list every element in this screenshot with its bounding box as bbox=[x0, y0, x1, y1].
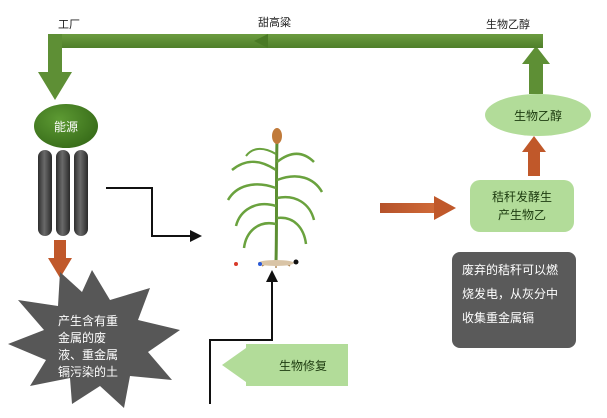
straw-line-1: 秸秆发酵生 bbox=[491, 190, 552, 204]
energy-node: 能源 bbox=[34, 104, 98, 148]
bioethanol-node: 生物乙醇 bbox=[485, 94, 591, 136]
pollution-line-4: 镉污染的土 bbox=[58, 365, 119, 379]
top-cycle-arrow bbox=[38, 34, 550, 100]
energy-label: 能源 bbox=[53, 119, 78, 134]
plant-to-straw-arrow bbox=[380, 196, 456, 220]
burn-straw-node: 废弃的秸秆可以燃 烧发电，从灰分中 收集重金属镉 bbox=[452, 252, 576, 348]
burn-line-2: 烧发电，从灰分中 bbox=[462, 287, 559, 301]
straw-line-2: 产生物乙 bbox=[497, 208, 546, 222]
bio-repair-arrow bbox=[209, 270, 278, 404]
pollution-line-1: 产生含有重 bbox=[58, 314, 119, 328]
energy-cylinders bbox=[38, 150, 88, 236]
pollution-starburst bbox=[8, 270, 180, 408]
bio-repair-node: 生物修复 bbox=[258, 344, 348, 386]
ethanol-top-label: 生物乙醇 bbox=[486, 18, 530, 31]
bioethanol-label: 生物乙醇 bbox=[513, 108, 562, 123]
pollution-line-2: 金属的废 bbox=[58, 331, 107, 345]
orange-arrow-down bbox=[48, 240, 72, 278]
bio-repair-pointer bbox=[222, 344, 348, 386]
pollution-line-3: 液、重金属 bbox=[58, 348, 119, 362]
sorghum-label: 甜高粱 bbox=[258, 16, 291, 29]
factory-label: 工厂 bbox=[58, 18, 80, 31]
burn-line-3: 收集重金属镉 bbox=[462, 311, 535, 325]
bio-repair-label: 生物修复 bbox=[278, 358, 327, 373]
burn-line-1: 废弃的秸秆可以燃 bbox=[462, 263, 559, 277]
pollution-text: 产生含有重 金属的废 液、重金属 镉污染的土 bbox=[58, 313, 168, 381]
energy-to-plant-arrow bbox=[106, 187, 202, 242]
sorghum-plant bbox=[226, 128, 324, 268]
straw-to-ethanol-arrow bbox=[522, 136, 546, 176]
straw-fermentation-node: 秸秆发酵生 产生物乙 bbox=[470, 180, 574, 232]
